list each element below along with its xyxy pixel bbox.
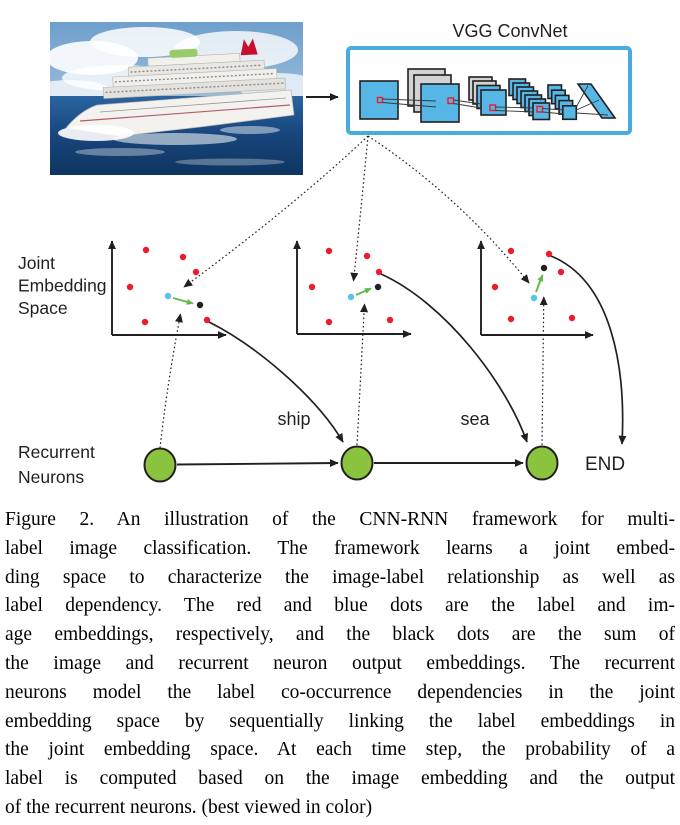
- vgg-convnet-title: VGG ConvNet: [452, 21, 567, 41]
- caption-line: label image classification. The framewor…: [5, 537, 675, 559]
- cnn-rnn-diagram: VGG ConvNet: [18, 21, 632, 487]
- caption-line: neurons model the label co-occurrence de…: [5, 681, 675, 703]
- caption-line: the joint embedding space. At each time …: [5, 739, 675, 761]
- black-sum-embedding-dot: [374, 283, 382, 291]
- embedding-space-2-axes: [293, 240, 412, 338]
- caption-line: label dependency. The red and blue dots …: [5, 595, 675, 617]
- embedding-space-2-dots: [308, 247, 394, 326]
- cruise-ship: [65, 38, 295, 137]
- caption-line: Figure 2. An illustration of the CNN-RNN…: [5, 509, 675, 530]
- black-sum-embedding-dot: [540, 264, 548, 272]
- conv-layer-1: [359, 80, 399, 120]
- red-label-embedding-dot: [507, 315, 515, 323]
- red-label-embedding-dot: [375, 268, 383, 276]
- figure-caption: Figure 2. An illustration of the CNN-RNN…: [5, 506, 675, 823]
- green-sum-arrow: [172, 297, 194, 305]
- embedding-space-1-axes: [108, 240, 227, 339]
- recurrent-neuron: [525, 445, 559, 481]
- svg-text:Joint: Joint: [18, 253, 55, 273]
- black-sum-embedding-dot: [196, 301, 204, 309]
- red-label-embedding-dot: [203, 316, 211, 324]
- label-transition-curves: [208, 255, 627, 445]
- image-embedding-dotted-arrows: [183, 135, 530, 288]
- red-label-embedding-dot: [126, 283, 134, 291]
- red-funnel: [240, 38, 258, 56]
- blue-image-embedding-dot: [530, 294, 538, 302]
- recurrent-neuron-chain: [143, 445, 559, 483]
- sea-step-label: sea: [460, 409, 490, 429]
- red-label-embedding-dot: [179, 253, 187, 261]
- red-label-embedding-dot: [325, 318, 333, 326]
- water-slide: [169, 48, 198, 58]
- caption-line: of the recurrent neurons. (best viewed i…: [5, 796, 373, 818]
- recurrent-neuron: [143, 447, 177, 483]
- blue-image-embedding-dot: [347, 293, 355, 301]
- joint-embedding-space-label: Joint Embedding Space: [18, 253, 107, 318]
- red-label-embedding-dot: [507, 247, 515, 255]
- caption-line: age embeddings, respectively, and the bl…: [5, 624, 675, 646]
- embedding-space-3-dots: [491, 247, 576, 323]
- green-sum-arrow: [355, 287, 372, 296]
- red-label-embedding-dot: [386, 316, 394, 324]
- svg-text:Embedding: Embedding: [18, 276, 107, 296]
- red-label-embedding-dot: [545, 250, 553, 258]
- caption-line: the image and recurrent neuron output em…: [5, 652, 675, 674]
- caption-line: embedding space by sequentially linking …: [5, 710, 675, 732]
- red-label-embedding-dot: [363, 252, 371, 260]
- conv-layer-2: [407, 68, 460, 123]
- recurrent-neurons-label: Recurrent Neurons: [18, 442, 95, 487]
- embedding-space-3-axes: [477, 240, 594, 339]
- bow-foam: [58, 125, 285, 166]
- neuron-output-dotted-arrows: [159, 296, 548, 449]
- red-label-embedding-dot: [568, 314, 576, 322]
- recurrent-neuron: [340, 445, 374, 481]
- red-label-embedding-dot: [142, 246, 150, 254]
- receptive-field-marks: [376, 85, 609, 116]
- vgg-convnet-box: [346, 46, 632, 135]
- caption-line: label is computed based on the image emb…: [5, 768, 675, 790]
- red-label-embedding-dot: [192, 268, 200, 276]
- green-sum-arrow: [535, 274, 544, 293]
- blue-image-embedding-dot: [164, 292, 172, 300]
- conv-layer-5: [547, 84, 578, 121]
- end-label: END: [585, 454, 625, 475]
- red-label-embedding-dot: [141, 318, 149, 326]
- embedding-space-1-dots: [126, 246, 211, 326]
- svg-text:Recurrent: Recurrent: [18, 442, 95, 462]
- red-label-embedding-dot: [491, 283, 499, 291]
- red-label-embedding-dot: [557, 268, 565, 276]
- svg-text:Space: Space: [18, 298, 68, 318]
- red-label-embedding-dot: [325, 247, 333, 255]
- ship-photo: [50, 22, 303, 175]
- svg-text:Neurons: Neurons: [18, 467, 84, 487]
- ship-step-label: ship: [277, 409, 310, 429]
- caption-line: ding space to characterize the image-lab…: [5, 566, 675, 588]
- red-label-embedding-dot: [308, 283, 316, 291]
